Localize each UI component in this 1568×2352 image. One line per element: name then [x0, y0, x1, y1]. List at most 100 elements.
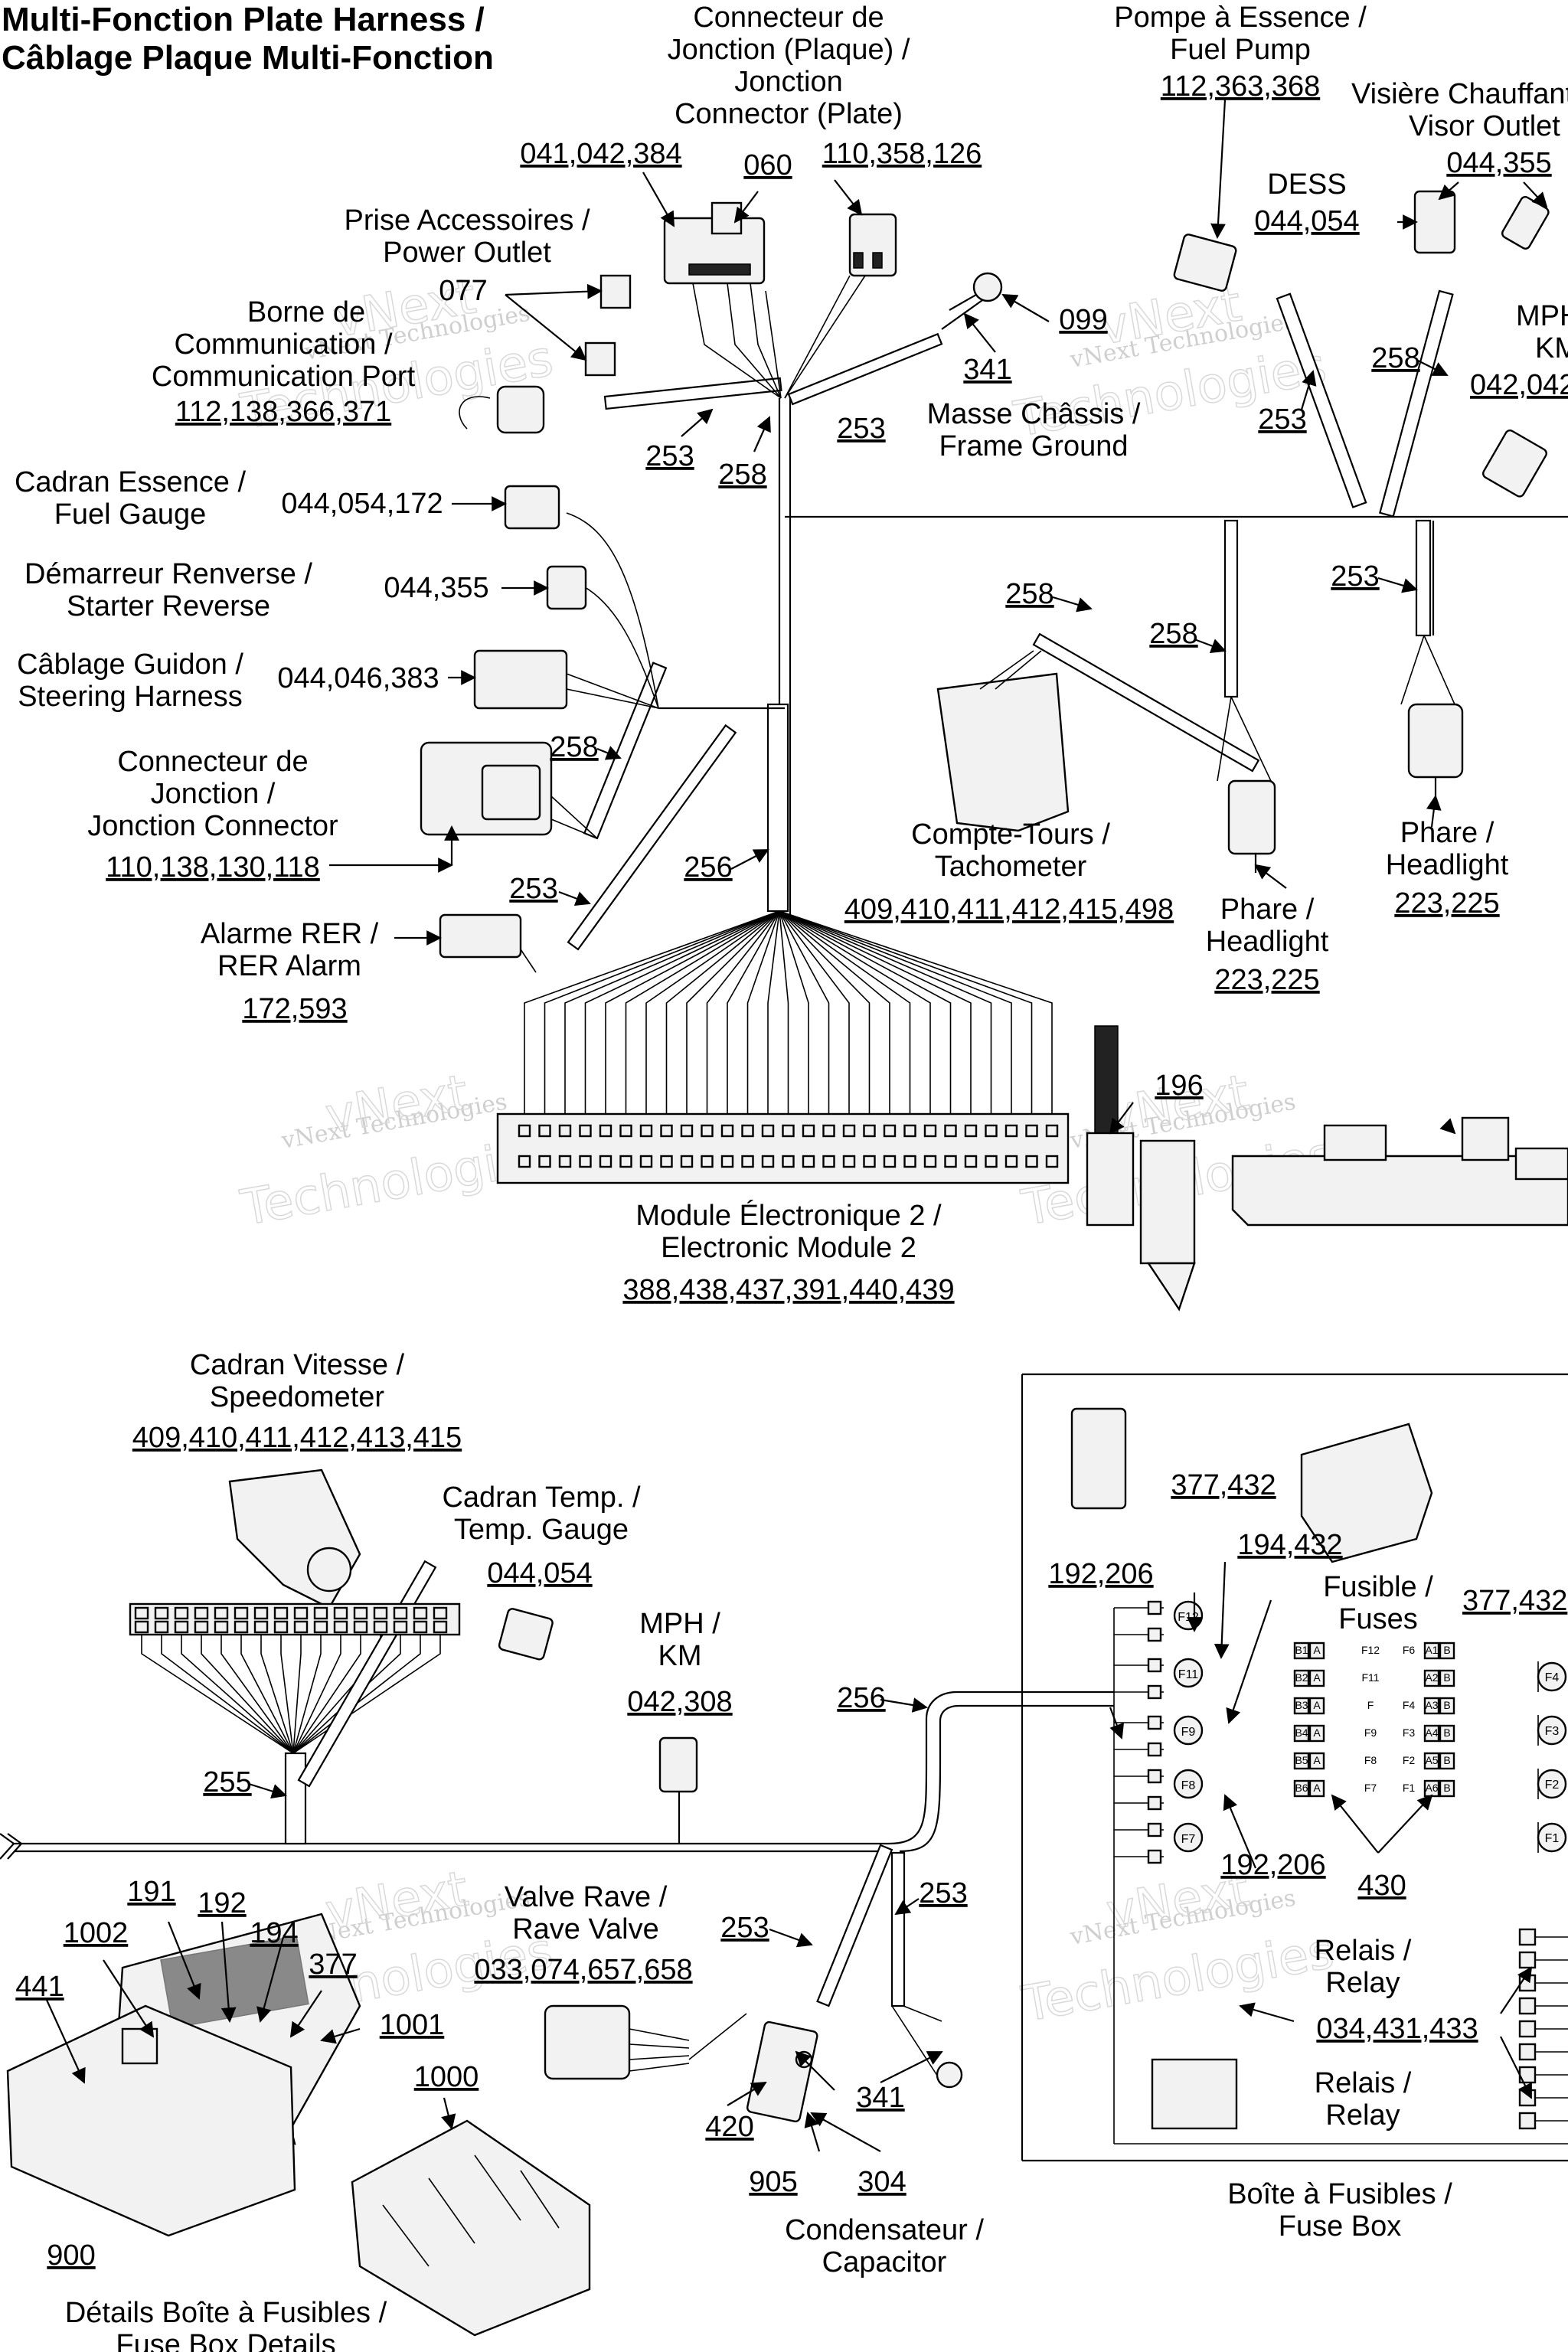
fuse-cell-label: F11: [1361, 1671, 1379, 1684]
fuse-cell: [1439, 1779, 1455, 1798]
fuse-cell-label: B4: [1295, 1726, 1308, 1739]
svg-text:Tachometer: Tachometer: [935, 851, 1087, 883]
module-pin: [619, 1155, 632, 1168]
module-pin: [761, 1155, 775, 1168]
svg-text:172,593: 172,593: [242, 993, 347, 1025]
module-pin: [985, 1124, 998, 1138]
fuse-cell: [1293, 1724, 1310, 1743]
module-pin: [883, 1155, 897, 1168]
fan-wire: [767, 910, 780, 1118]
svg-text:409,410,411,412,415,498: 409,410,411,412,415,498: [844, 893, 1174, 926]
svg-text:KM: KM: [658, 1640, 702, 1672]
capacitor-ground-terminal: [936, 2061, 963, 2089]
module-pin: [680, 1155, 694, 1168]
outlet-clip-1: [599, 274, 632, 309]
module-pin: [639, 1155, 653, 1168]
svg-text:Condensateur /: Condensateur /: [785, 2214, 984, 2246]
svg-text:Relais /: Relais /: [1315, 2067, 1412, 2099]
svg-text:044,054: 044,054: [1254, 205, 1359, 237]
fuse-cell-label: B: [1443, 1726, 1450, 1739]
speedo-wire: [260, 1635, 294, 1754]
svg-text:341: 341: [856, 2082, 904, 2114]
svg-text:258: 258: [718, 459, 766, 491]
svg-text:044,355: 044,355: [1446, 147, 1551, 179]
svg-text:256: 256: [684, 851, 732, 884]
svg-text:905: 905: [749, 2166, 797, 2198]
svg-text:223,225: 223,225: [1394, 887, 1499, 920]
svg-text:256: 256: [837, 1682, 885, 1714]
svg-text:044,054,172: 044,054,172: [281, 488, 443, 520]
svg-text:253: 253: [919, 1877, 967, 1909]
speedo-pin: [413, 1606, 428, 1620]
svg-text:253: 253: [509, 873, 557, 905]
fuse-cell: [1308, 1752, 1325, 1770]
speedo-pin: [134, 1606, 149, 1620]
module-pin: [782, 1124, 795, 1138]
fuse-circle-label: F7: [1181, 1833, 1196, 1846]
jonction-plate-connector: [848, 213, 897, 277]
fuse-circle-label: F12: [1178, 1611, 1199, 1624]
frame-ground-terminal: [949, 272, 1003, 311]
rer-alarm-connector: [439, 913, 522, 959]
svg-text:Frame Ground: Frame Ground: [939, 430, 1128, 462]
speedo-pin: [214, 1606, 229, 1620]
fuse-box-frame: [1021, 1373, 1568, 2162]
relay-pin: [1518, 2020, 1537, 2038]
speedo-pin: [293, 1606, 309, 1620]
fuse-circle: [1173, 1715, 1204, 1746]
svg-text:Démarreur Renverse /: Démarreur Renverse /: [24, 558, 312, 590]
fan-wire: [686, 910, 780, 1118]
module-pin: [863, 1124, 876, 1138]
fuse-circle: [1173, 1822, 1204, 1853]
svg-text:Headlight: Headlight: [1386, 849, 1509, 881]
speedo-pin: [433, 1620, 448, 1634]
speedo-pin: [393, 1620, 408, 1634]
fuse-cell-label: A4: [1425, 1726, 1438, 1739]
fan-wire: [779, 910, 850, 1118]
svg-text:Connector (Plate): Connector (Plate): [675, 98, 903, 130]
svg-text:Visière Chauffante /: Visière Chauffante /: [1351, 78, 1568, 110]
svg-text:Pompe à Essence /: Pompe à Essence /: [1114, 2, 1367, 34]
fuse-cell-label: F7: [1364, 1782, 1377, 1794]
speedo-pin: [273, 1606, 289, 1620]
module-pin: [923, 1155, 937, 1168]
fuse-circle-label: F11: [1178, 1668, 1198, 1681]
fuse-circle-label: F4: [1545, 1671, 1560, 1684]
svg-text:RER Alarm: RER Alarm: [217, 950, 361, 982]
fuse-cell-label: A: [1313, 1726, 1321, 1739]
speedo-pin: [373, 1606, 388, 1620]
svg-text:Communication /: Communication /: [174, 328, 393, 361]
fuse-cell-label: B: [1443, 1754, 1450, 1766]
fuse-terminal: [1147, 1684, 1162, 1700]
module-pin: [538, 1155, 551, 1168]
module-pin: [944, 1155, 957, 1168]
speedo-wire: [292, 1635, 361, 1754]
svg-text:Valve Rave /: Valve Rave /: [505, 1881, 668, 1913]
module-pin: [964, 1124, 978, 1138]
svg-text:341: 341: [963, 354, 1011, 386]
speedo-wire: [292, 1635, 322, 1754]
electronic-module-2: [496, 1112, 1070, 1184]
fan-wire: [524, 910, 780, 1118]
svg-text:Phare /: Phare /: [1220, 893, 1315, 926]
svg-text:Alarme RER /: Alarme RER /: [201, 918, 379, 950]
speedo-pin: [214, 1620, 229, 1634]
label-mph-top: MPH / KM 042,042: [1470, 300, 1568, 401]
svg-text:420: 420: [705, 2111, 753, 2143]
label-power-outlet: 041,042,384 060 Prise Accessoires / Powe…: [345, 138, 792, 307]
module-pin: [863, 1155, 876, 1168]
module-pin: [903, 1124, 916, 1138]
fuse-cell: [1293, 1779, 1310, 1798]
svg-text:033,074,657,658: 033,074,657,658: [474, 1954, 692, 1986]
svg-text:vNext: vNext: [322, 1064, 472, 1145]
label-fuel-gauge: Cadran Essence / Fuel Gauge 044,054,172: [15, 466, 443, 531]
speedo-wire: [201, 1635, 294, 1754]
label-fuse-box-numbers: 377,432 194,432 192,206 192,206 377,432: [1048, 1469, 1567, 1881]
fan-wire: [605, 910, 780, 1118]
fuse-cell-label: F3: [1403, 1726, 1416, 1739]
svg-text:Compte-Tours /: Compte-Tours /: [911, 818, 1110, 851]
fan-wire: [779, 910, 952, 1118]
fuse-cell-label: A5: [1425, 1754, 1438, 1766]
fuse-cell-label: F1: [1403, 1782, 1416, 1794]
